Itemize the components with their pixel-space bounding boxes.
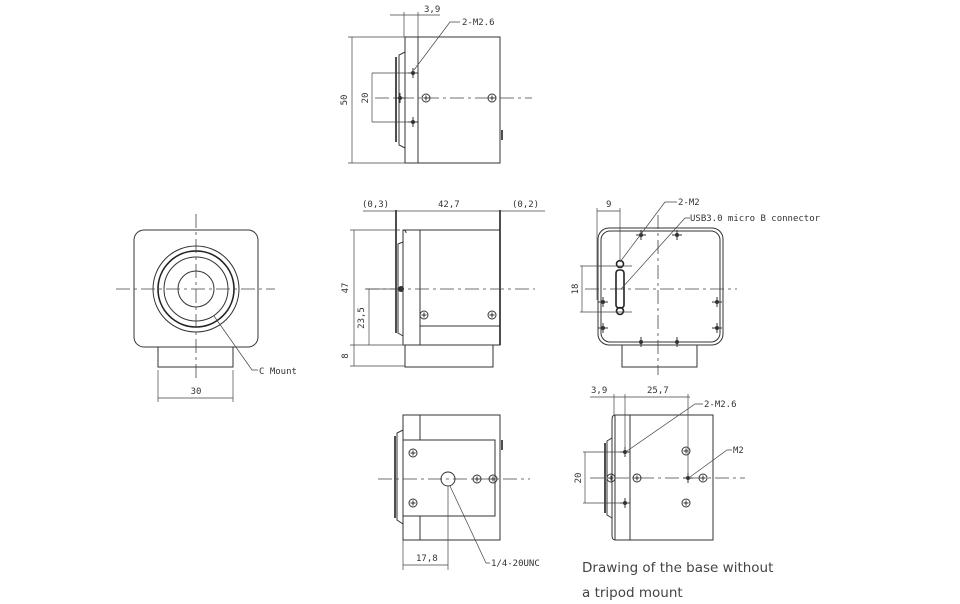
screw-label: 2-M2.6 xyxy=(462,18,495,28)
dim-label: 3,9 xyxy=(424,5,440,15)
dim-label: 42,7 xyxy=(438,200,460,210)
dim-label: 3,9 xyxy=(591,386,607,396)
dim-label: 8 xyxy=(341,353,351,358)
top-view: 3,9 2-M2.6 50 20 xyxy=(340,5,532,164)
connector-label: USB3.0 micro B connector xyxy=(690,214,821,224)
front-view: C Mount 30 xyxy=(116,214,297,402)
screw-label: 2-M2 xyxy=(678,198,700,208)
dim-label: 23,5 xyxy=(357,307,367,329)
caption-line-2: a tripod mount xyxy=(582,585,683,601)
dim-label: 25,7 xyxy=(647,386,669,396)
tripod-label: 1/4-20UNC xyxy=(491,559,540,569)
dim-label: (0,3) xyxy=(362,200,389,210)
dim-label: 17,8 xyxy=(416,554,438,564)
dim-label: 30 xyxy=(191,387,202,397)
dim-label: 20 xyxy=(361,93,371,104)
caption-line-1: Drawing of the base without xyxy=(582,560,774,576)
m2-label: M2 xyxy=(733,446,744,456)
bottom-view: 17,8 1/4-20UNC xyxy=(378,414,540,570)
screw-label: 2-M2.6 xyxy=(704,400,737,410)
base-view: 3,9 25,7 2-M2.6 M2 20 xyxy=(574,386,745,541)
c-mount-label: C Mount xyxy=(259,367,297,377)
dim-label: 18 xyxy=(571,284,581,295)
back-view: 9 2-M2 USB3.0 micro B connector 18 xyxy=(571,198,821,375)
dim-label: 50 xyxy=(340,95,350,106)
dim-label: (0,2) xyxy=(512,200,539,210)
dim-label: 20 xyxy=(574,473,584,484)
side-view: (0,3) 42,7 (0,2) 47 23,5 8 xyxy=(341,200,545,368)
dim-label: 47 xyxy=(341,283,351,294)
dim-label: 9 xyxy=(606,200,611,210)
